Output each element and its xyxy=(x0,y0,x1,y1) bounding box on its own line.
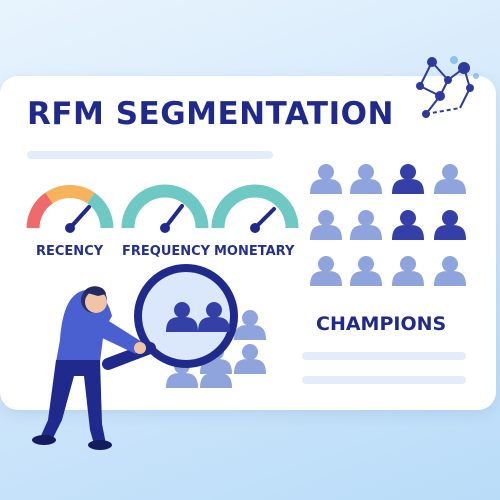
segment-line-placeholder xyxy=(302,352,466,360)
gauge-label-monetary: MONETARY xyxy=(214,244,295,259)
title-underline-placeholder xyxy=(27,151,273,159)
frequency-gauge-icon xyxy=(121,184,209,233)
person-icon xyxy=(234,344,266,374)
gauge-label-recency: RECENCY xyxy=(36,244,104,259)
segment-line-placeholder xyxy=(302,376,466,384)
monetary-gauge-icon xyxy=(211,184,299,233)
recency-gauge-icon xyxy=(26,185,114,233)
segment-label: CHAMPIONS xyxy=(316,313,447,335)
page-title: RFM SEGMENTATION xyxy=(27,96,394,132)
person-icon xyxy=(234,310,266,340)
analyst-person-icon xyxy=(32,286,146,450)
gauge-label-frequency: FREQUENCY xyxy=(122,244,211,259)
